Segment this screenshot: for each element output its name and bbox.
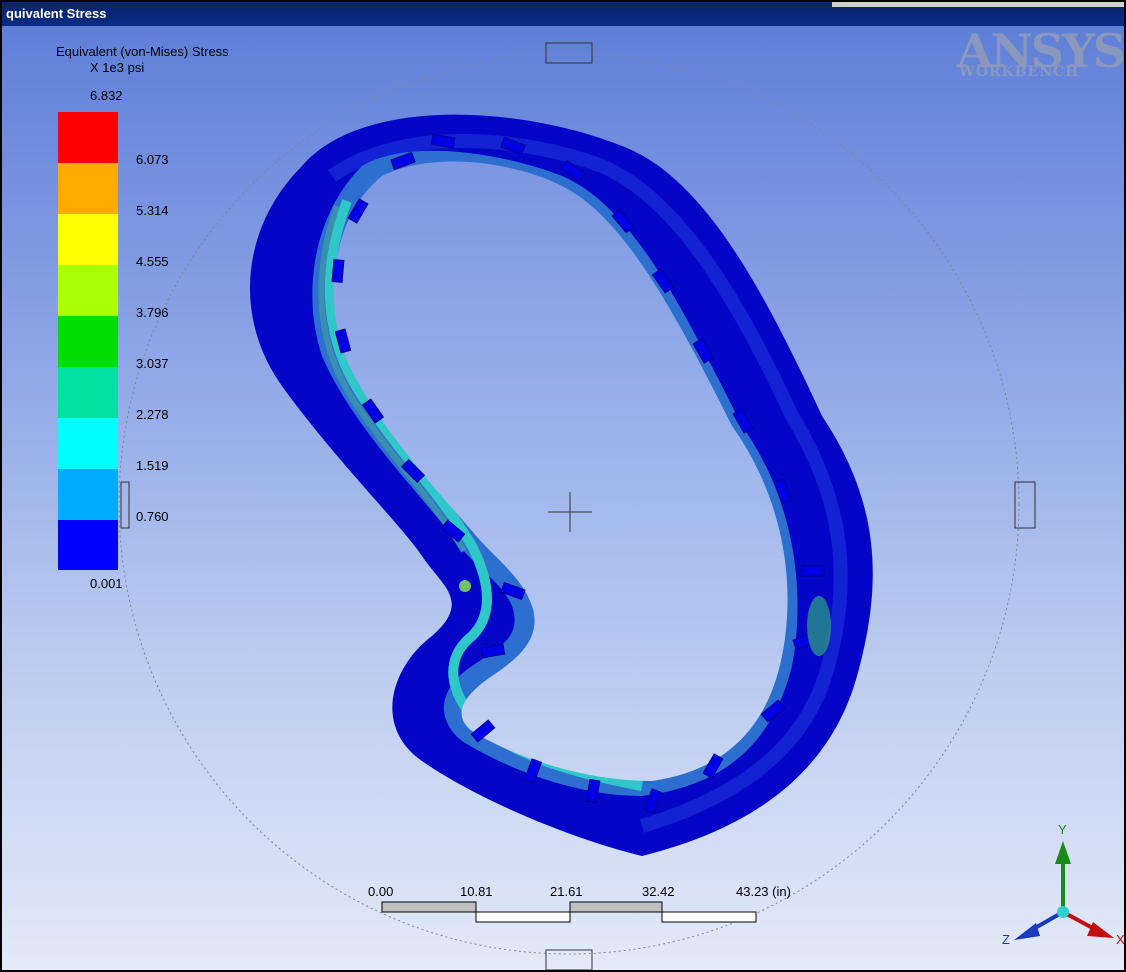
rotation-handle-right[interactable] <box>1014 481 1036 529</box>
model-teal-strip <box>318 205 467 553</box>
graphics-viewport[interactable]: Equivalent (von-Mises) Stress X 1e3 psi … <box>2 26 1124 970</box>
legend-label: 4.555 <box>136 254 169 269</box>
model-hotspot <box>807 596 831 656</box>
legend-swatch <box>58 418 118 469</box>
legend-swatch <box>58 520 118 570</box>
triad-x-label: X <box>1116 932 1124 947</box>
window-title: quivalent Stress <box>6 6 107 21</box>
legend-swatch <box>58 163 118 214</box>
legend-label: 1.519 <box>136 458 169 473</box>
legend-label: 3.037 <box>136 356 169 371</box>
legend-label: 2.278 <box>136 407 169 422</box>
legend-swatch <box>58 469 118 520</box>
legend-label: 5.314 <box>136 203 169 218</box>
legend-max-label: 6.832 <box>90 88 123 103</box>
scale-label: 0.00 <box>368 884 394 899</box>
legend-swatch <box>58 265 118 316</box>
legend-label: 6.073 <box>136 152 169 167</box>
legend-units: X 1e3 psi <box>90 60 145 75</box>
model-scene[interactable] <box>2 26 1124 970</box>
rotation-handle-left[interactable] <box>120 481 130 529</box>
rotation-circle <box>118 53 1020 955</box>
model-tread-blocks <box>331 133 825 814</box>
scale-label: 43.23 (in) <box>736 884 791 899</box>
logo-sub-text: WORKBENCH <box>959 64 1080 80</box>
triad-z-label: Z <box>1002 932 1010 947</box>
rotation-handle-top[interactable] <box>545 42 593 64</box>
ansys-logo: ANSYS8.0 WORKBENCH <box>957 26 1124 88</box>
legend-swatch <box>58 214 118 265</box>
model-hotspot <box>459 580 471 592</box>
scale-label: 21.61 <box>550 884 583 899</box>
toolbar-strip <box>832 2 1124 7</box>
legend-swatch <box>58 316 118 367</box>
legend-title: Equivalent (von-Mises) Stress <box>56 44 229 59</box>
scale-label: 10.81 <box>460 884 493 899</box>
legend-label: 3.796 <box>136 305 169 320</box>
scale-label: 32.42 <box>642 884 675 899</box>
legend-swatch <box>58 367 118 418</box>
legend-label: 0.760 <box>136 509 169 524</box>
scale-bar <box>381 901 757 923</box>
coordinate-triad[interactable] <box>1014 841 1114 940</box>
legend-swatch <box>58 112 118 163</box>
model-inner-cutout <box>333 161 788 781</box>
rotation-handle-bottom[interactable] <box>545 949 593 970</box>
legend-min-label: 0.001 <box>90 576 123 591</box>
triad-y-label: Y <box>1058 822 1067 837</box>
logo-main-text: ANSYS8.0 <box>957 26 1124 78</box>
